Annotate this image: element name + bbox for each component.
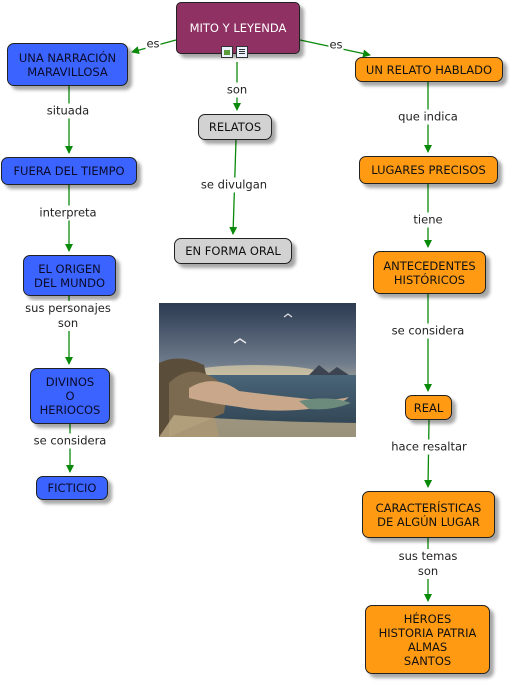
- mermaid-image: [159, 303, 356, 437]
- link-label-es-left: es: [145, 36, 161, 52]
- root-node-mito-y-leyenda[interactable]: MITO Y LEYENDA: [176, 2, 300, 54]
- node-en-forma-oral[interactable]: EN FORMA ORAL: [174, 238, 292, 264]
- node-temas[interactable]: HÉROES HISTORIA PATRIA ALMAS SANTOS: [365, 605, 490, 674]
- node-ficticio[interactable]: FICTICIO: [36, 476, 108, 500]
- link-label-sus-temas-son: sus temas son: [387, 549, 469, 579]
- node-una-narracion-maravillosa[interactable]: UNA NARRACIÓN MARAVILLOSA: [7, 43, 128, 86]
- document-icon[interactable]: [236, 46, 248, 58]
- link-label-hace-resaltar: hace resaltar: [390, 439, 468, 455]
- node-relatos[interactable]: RELATOS: [198, 114, 272, 140]
- link-label-es-right: es: [328, 37, 344, 53]
- node-real[interactable]: REAL: [405, 395, 452, 420]
- link-label-que-indica: que indica: [397, 109, 459, 125]
- link-label-situada: situada: [45, 103, 91, 119]
- node-antecedentes-historicos[interactable]: ANTECEDENTES HISTÓRICOS: [373, 251, 486, 294]
- resource-icons: [221, 46, 248, 58]
- link-label-tiene: tiene: [412, 212, 444, 228]
- image-icon[interactable]: [221, 46, 233, 58]
- node-lugares-precisos[interactable]: LUGARES PRECISOS: [359, 156, 498, 184]
- link-label-se-considera-right: se considera: [390, 323, 466, 339]
- node-el-origen-del-mundo[interactable]: EL ORIGEN DEL MUNDO: [23, 255, 116, 296]
- node-divinos-o-heriocos[interactable]: DIVINOS O HERIOCOS: [30, 368, 110, 424]
- link-label-interpreta: interpreta: [38, 205, 98, 221]
- node-un-relato-hablado[interactable]: UN RELATO HABLADO: [355, 57, 503, 82]
- node-caracteristicas-de-algun-lugar[interactable]: CARACTERÍSTICAS DE ALGÚN LUGAR: [362, 491, 495, 538]
- link-label-sus-personajes-son: sus personajes son: [24, 301, 112, 331]
- node-fuera-del-tiempo[interactable]: FUERA DEL TIEMPO: [1, 157, 137, 185]
- link-label-se-considera-left: se considera: [32, 433, 108, 449]
- link-label-son: son: [225, 82, 249, 98]
- link-label-se-divulgan: se divulgan: [199, 177, 269, 193]
